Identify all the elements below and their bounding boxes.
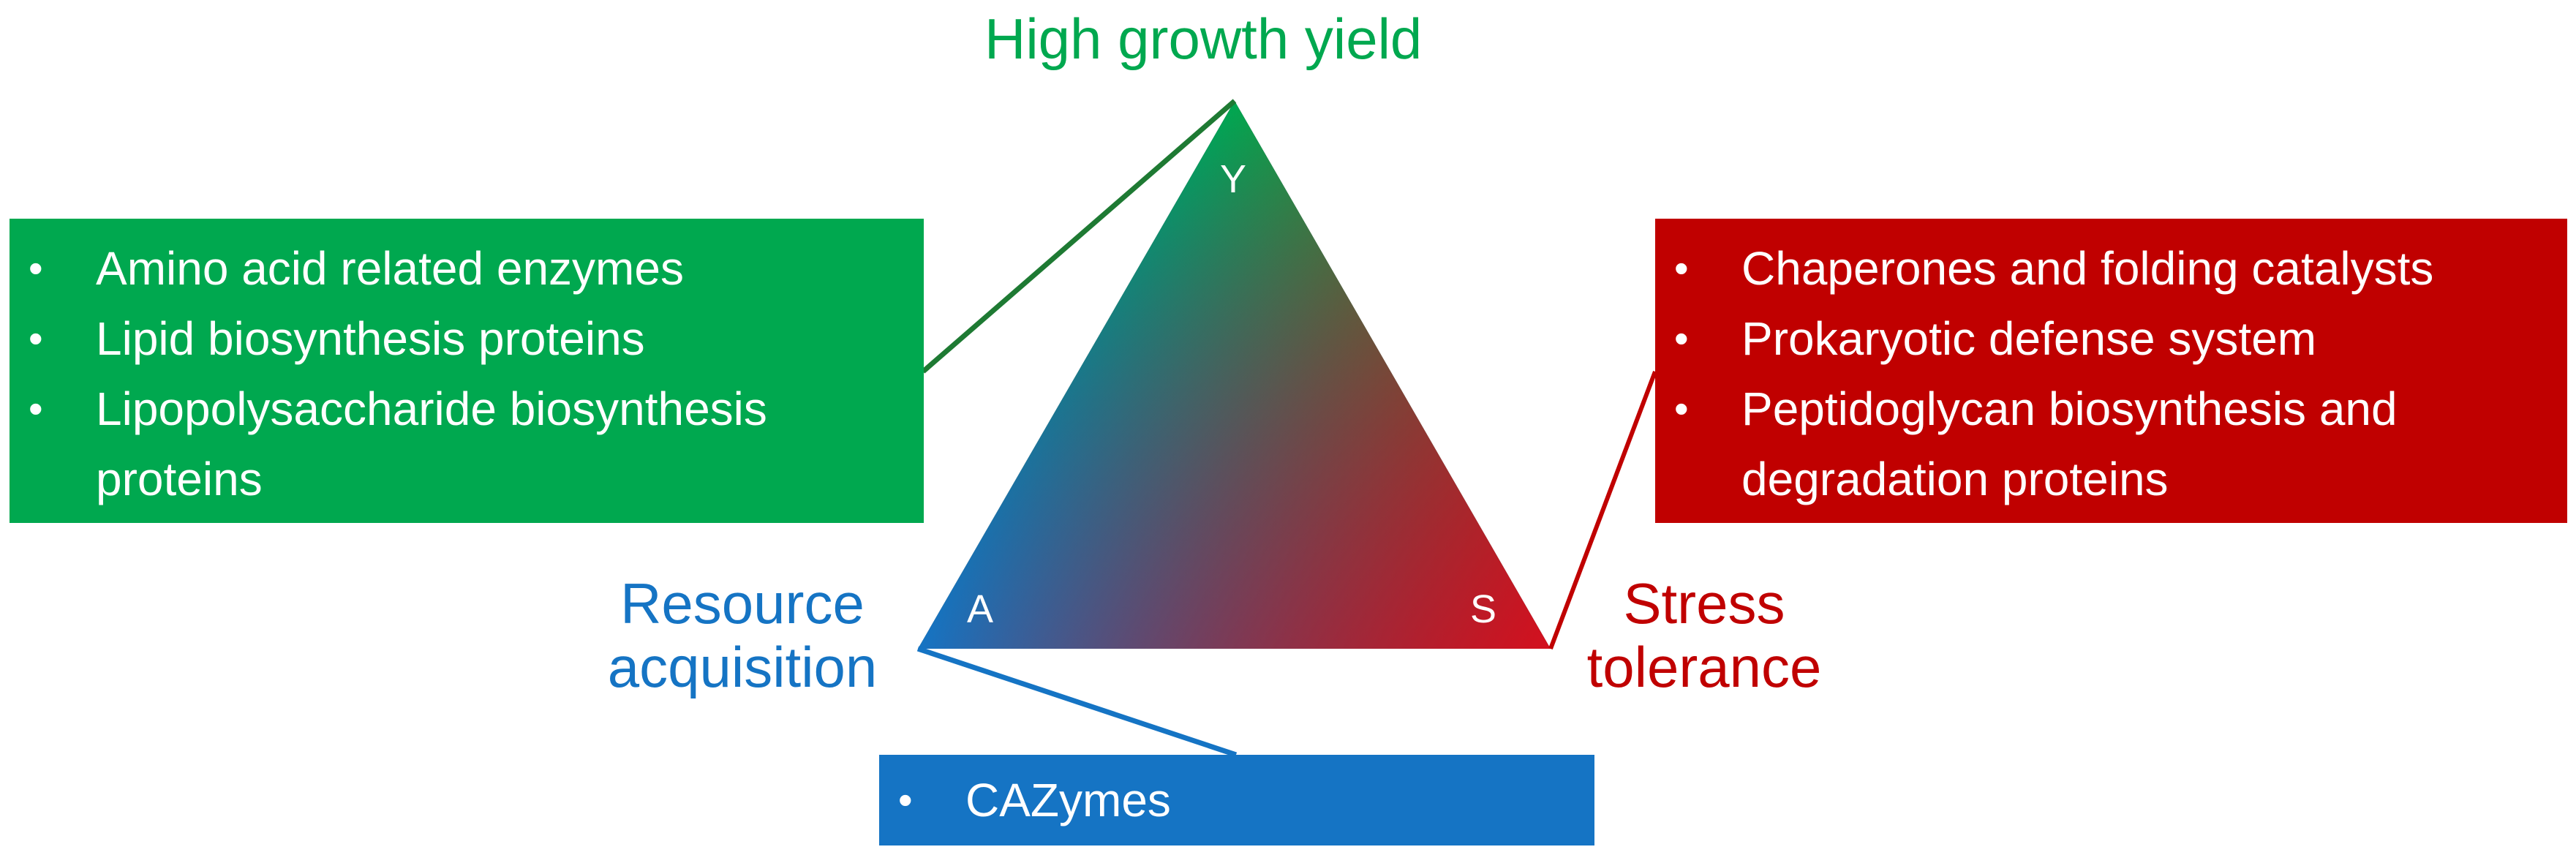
- stress-protein-list: • Chaperones and folding catalysts • Pro…: [1655, 233, 2567, 514]
- list-item-text: Prokaryotic defense system: [1741, 312, 2317, 365]
- list-item-text: CAZymes: [965, 774, 1171, 826]
- acquisition-title-line2: acquisition: [607, 635, 878, 700]
- bullet-icon: •: [1674, 315, 1689, 361]
- bullet-icon: •: [29, 245, 43, 291]
- stress-protein-box: • Chaperones and folding catalysts • Pro…: [1655, 219, 2567, 523]
- list-item-text: Lipopolysaccharide biosynthesis: [96, 383, 767, 435]
- acquisition-connector-line: [916, 646, 1238, 758]
- stress-title: Stress tolerance: [1573, 571, 1836, 700]
- list-item: • CAZymes: [879, 765, 1594, 835]
- list-item-text: Amino acid related enzymes: [96, 242, 684, 295]
- list-item: • Prokaryotic defense system: [1655, 304, 2567, 374]
- vertex-a-label: A: [967, 587, 994, 631]
- bullet-icon: •: [1674, 245, 1689, 291]
- acquisition-protein-box: • CAZymes: [879, 755, 1594, 845]
- triangle-stress-gradient: [918, 101, 1551, 649]
- vertex-y-label: Y: [1220, 157, 1247, 201]
- list-item: • Amino acid related enzymes: [10, 233, 924, 304]
- acquisition-protein-list: • CAZymes: [879, 765, 1594, 835]
- list-item: • Lipid biosynthesis proteins: [10, 304, 924, 374]
- bullet-icon: •: [1674, 385, 1689, 432]
- list-item: • Lipopolysaccharide biosynthesis protei…: [10, 374, 924, 514]
- vertex-s-label: S: [1470, 587, 1497, 631]
- list-item-text-continued: degradation proteins: [1741, 453, 2169, 505]
- list-item-text: Lipid biosynthesis proteins: [96, 312, 645, 365]
- stress-title-line1: Stress: [1623, 571, 1785, 636]
- bullet-icon: •: [29, 385, 43, 432]
- list-item-text: Chaperones and folding catalysts: [1741, 242, 2434, 295]
- growth-protein-box: • Amino acid related enzymes • Lipid bio…: [10, 219, 924, 523]
- list-item-text-continued: proteins: [96, 453, 263, 505]
- growth-title: High growth yield: [984, 7, 1423, 71]
- acquisition-title: Resource acquisition: [592, 571, 892, 700]
- acquisition-title-line1: Resource: [620, 571, 865, 636]
- growth-protein-list: • Amino acid related enzymes • Lipid bio…: [10, 233, 924, 514]
- bullet-icon: •: [29, 315, 43, 361]
- list-item-text: Peptidoglycan biosynthesis and: [1741, 383, 2398, 435]
- stress-connector-line: [1548, 370, 1657, 650]
- list-item: • Peptidoglycan biosynthesis and degrada…: [1655, 374, 2567, 514]
- bullet-icon: •: [898, 777, 913, 823]
- growth-connector-line: [921, 99, 1237, 374]
- list-item: • Chaperones and folding catalysts: [1655, 233, 2567, 304]
- stress-title-line2: tolerance: [1586, 635, 1822, 700]
